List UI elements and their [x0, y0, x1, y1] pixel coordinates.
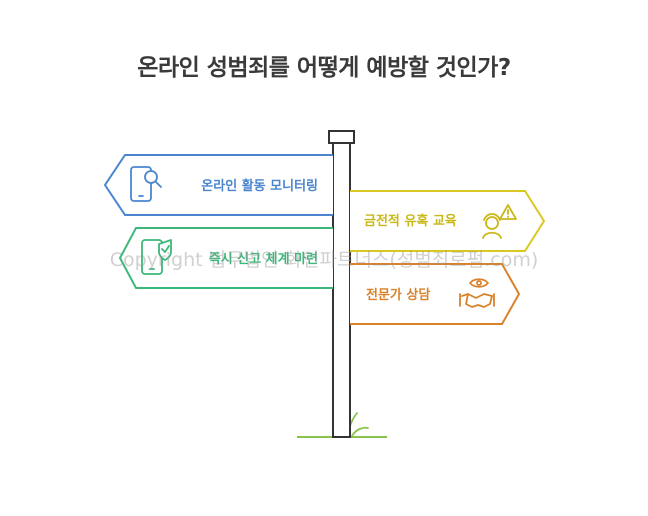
- sign-expert-counseling: 전문가 상담: [350, 263, 521, 325]
- person-warning-icon: [482, 204, 517, 239]
- sign-post: [332, 141, 351, 438]
- sign-label-1: 온라인 활동 모니터링: [201, 178, 318, 194]
- sign-immediate-reporting-system: 즉시 신고 체계 마련: [118, 227, 333, 289]
- handshake-eye-icon: [459, 278, 495, 308]
- sign-label-3: 즉시 신고 체계 마련: [209, 251, 318, 267]
- sign-online-monitoring: 온라인 활동 모니터링: [103, 154, 333, 216]
- sign-financial-temptation-education: 금전적 유혹 교육: [350, 190, 546, 252]
- phone-check-icon: [141, 239, 172, 275]
- phone-search-icon: [130, 166, 162, 202]
- post-cap: [328, 130, 355, 144]
- sign-label-2: 금전적 유혹 교육: [364, 213, 457, 229]
- page-title: 온라인 성범죄를 어떻게 예방할 것인가?: [137, 55, 511, 81]
- sign-label-4: 전문가 상담: [366, 287, 430, 303]
